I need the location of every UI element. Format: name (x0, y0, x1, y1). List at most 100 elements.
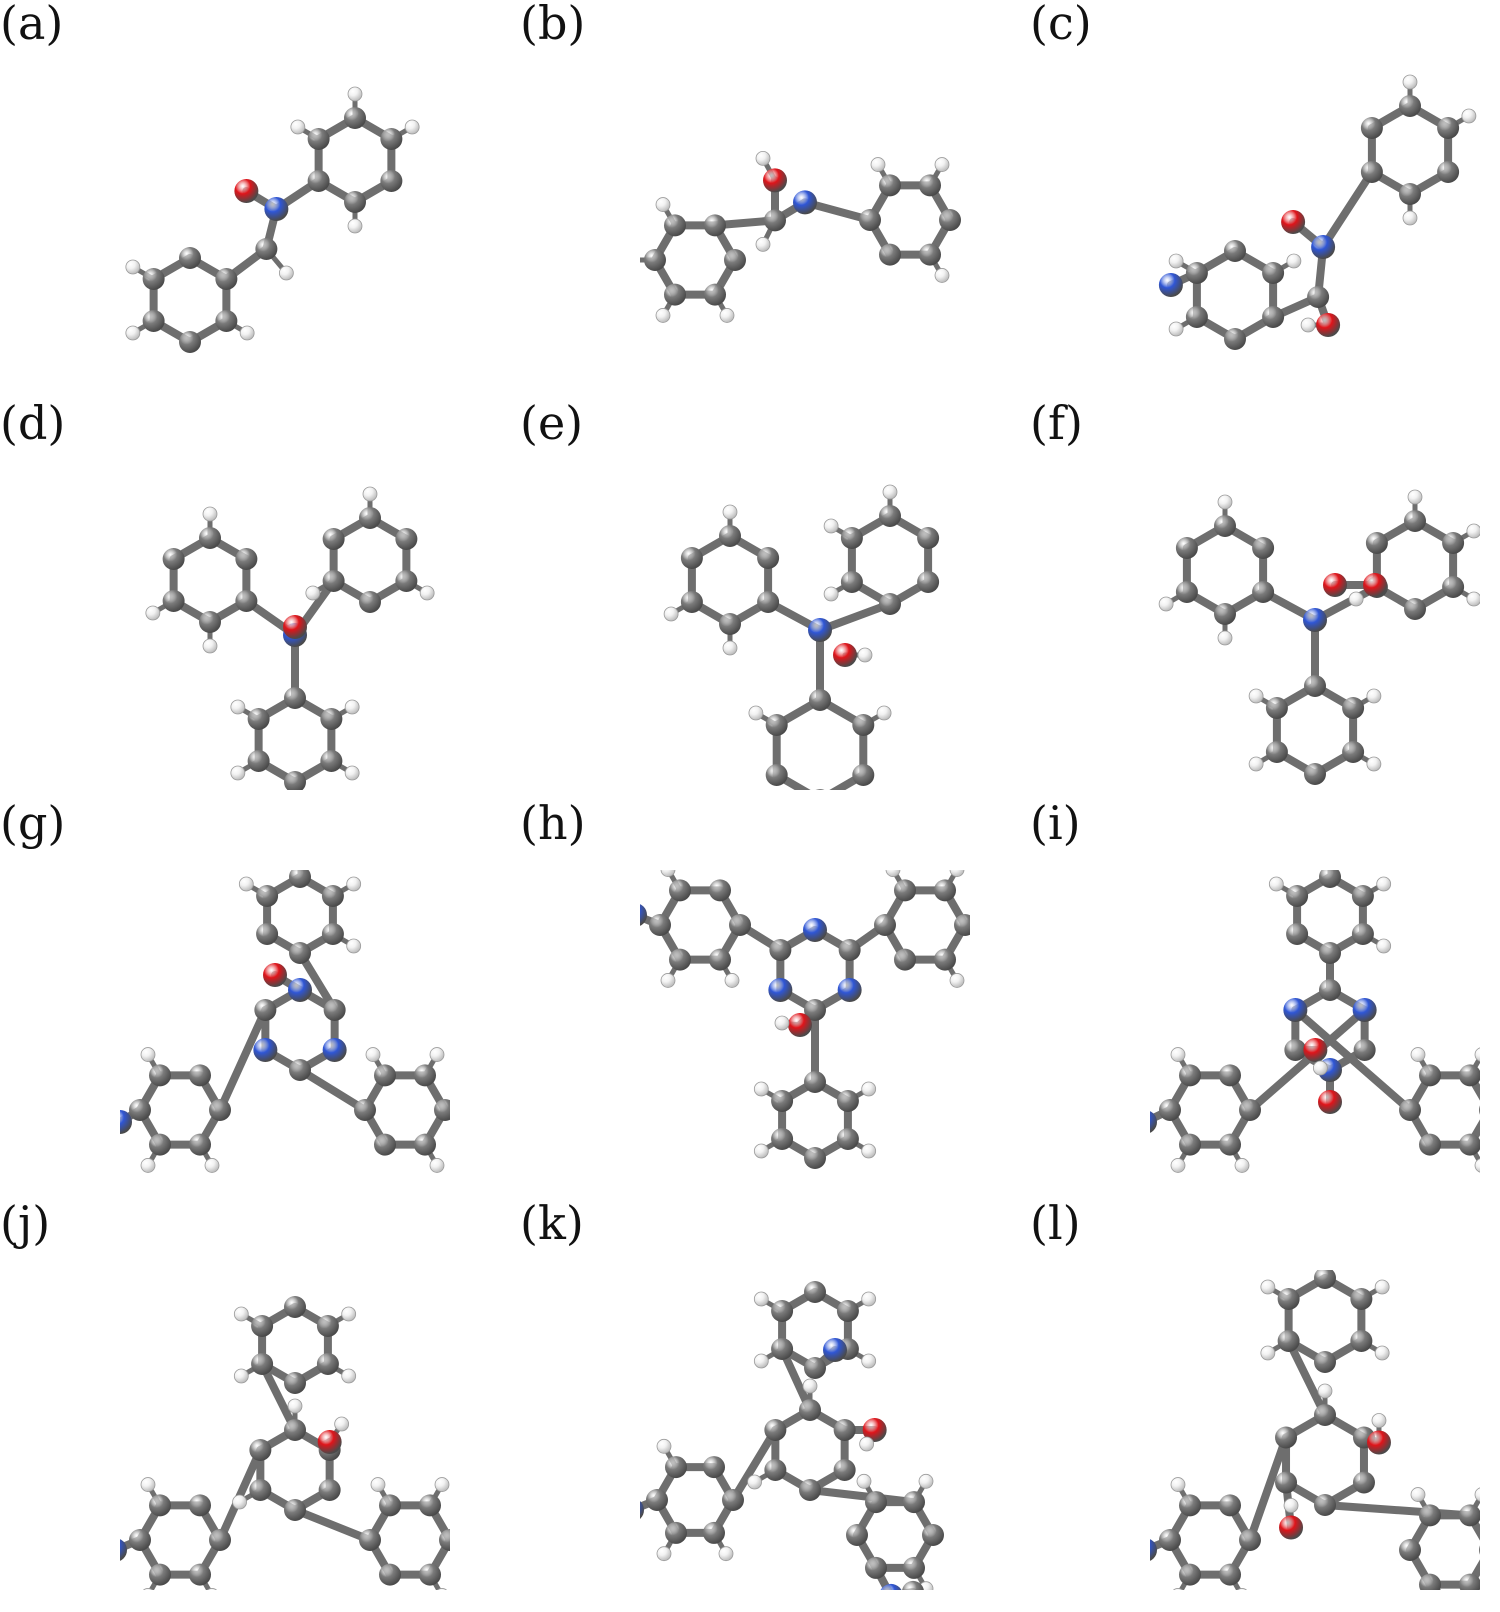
carbon-atom (129, 1529, 151, 1551)
molecule-g-graph (120, 870, 450, 1173)
panel-label-e: (e) (520, 396, 584, 450)
carbon-atom (380, 128, 403, 150)
carbon-atom (307, 128, 330, 150)
carbon-atom (1159, 1099, 1181, 1121)
hydrogen-atom (753, 1143, 769, 1159)
carbon-atom (255, 238, 278, 260)
nitrogen-atom (1158, 273, 1183, 297)
hydrogen-atom (1168, 321, 1184, 337)
carbon-atom (284, 1372, 306, 1394)
hydrogen-atom (429, 1158, 445, 1173)
carbon-atom (316, 1315, 339, 1337)
panel-j: (j) (0, 1200, 500, 1603)
carbon-atom (395, 570, 418, 592)
carbon-atom (680, 591, 703, 613)
carbon-atom (414, 1064, 436, 1087)
carbon-atom (1319, 979, 1341, 1001)
hydrogen-atom (753, 1081, 769, 1097)
hydrogen-atom (429, 1047, 445, 1062)
panel-label-i: (i) (1030, 796, 1081, 850)
carbon-atom (704, 283, 726, 306)
carbon-atom (903, 1556, 925, 1579)
nitrogen-atom (823, 1338, 847, 1362)
hydrogen-atom (1466, 591, 1480, 607)
carbon-atom (1304, 675, 1326, 697)
hydrogen-atom (1286, 253, 1302, 269)
oxygen-atom (234, 179, 259, 203)
panel-c: (c) (1030, 0, 1500, 403)
molecule-d-drawing (145, 486, 435, 790)
carbon-atom (771, 1338, 794, 1360)
oxygen-atom (1366, 1430, 1391, 1455)
carbon-atom (344, 191, 366, 213)
carbon-atom (894, 879, 916, 902)
hydrogen-atom (230, 765, 246, 781)
hydrogen-atom (1474, 1158, 1480, 1173)
panel-k: (k) (520, 1200, 1020, 1603)
carbon-atom (1179, 1494, 1201, 1517)
carbon-atom (799, 1399, 821, 1421)
carbon-atom (1419, 1064, 1441, 1087)
hydrogen-atom (660, 870, 676, 877)
hydrogen-atom (1374, 1345, 1390, 1361)
molecule-h (640, 870, 970, 1190)
hydrogen-atom (861, 1143, 877, 1159)
carbon-atom (836, 1090, 859, 1112)
bond-28 (729, 1426, 780, 1504)
hydrogen-atom (1234, 1158, 1250, 1173)
carbon-atom (235, 548, 258, 570)
carbon-atom (1314, 1270, 1336, 1289)
carbon-atom (439, 1529, 450, 1551)
carbon-atom (1224, 240, 1246, 262)
carbon-atom (307, 170, 330, 192)
carbon-atom (852, 714, 875, 736)
hydrogen-atom (290, 119, 306, 135)
molecule-c-graph (1158, 74, 1477, 350)
carbon-atom (1342, 741, 1365, 763)
molecule-j-drawing (120, 1296, 450, 1590)
hydrogen-atom (655, 197, 671, 212)
hydrogen-atom (861, 1081, 877, 1097)
hydrogen-atom (334, 1416, 350, 1432)
hydrogen-atom (365, 1047, 381, 1062)
molecule-h-graph (640, 870, 970, 1169)
carbon-atom (1219, 1133, 1241, 1156)
hydrogen-atom (1260, 1345, 1276, 1361)
hydrogen-atom (719, 308, 735, 323)
carbon-atom (703, 1456, 725, 1479)
bond-36 (296, 1066, 369, 1114)
carbon-atom (804, 1281, 826, 1303)
carbon-atom (322, 570, 345, 592)
hydrogen-atom (718, 1546, 734, 1562)
carbon-atom (1179, 1563, 1201, 1586)
carbon-atom (1399, 183, 1421, 205)
panel-label-a: (a) (0, 0, 64, 50)
hydrogen-atom (125, 325, 141, 341)
hydrogen-atom (753, 1353, 769, 1369)
carbon-atom (320, 708, 343, 730)
nitrogen-atom (1352, 998, 1377, 1022)
hydrogen-atom (346, 876, 362, 892)
hydrogen-atom (1466, 523, 1480, 539)
carbon-atom (1185, 262, 1208, 284)
hydrogen-atom (341, 1368, 357, 1384)
carbon-atom (765, 764, 788, 786)
carbon-atom (664, 283, 686, 306)
carbon-atom (703, 1521, 725, 1544)
hydrogen-atom (344, 699, 360, 715)
hydrogen-atom (885, 870, 901, 877)
carbon-atom (646, 1489, 668, 1511)
hydrogen-atom (202, 506, 218, 522)
hydrogen-atom (341, 1306, 357, 1322)
carbon-atom (189, 1563, 211, 1586)
hydrogen-atom (802, 1378, 818, 1394)
carbon-atom (769, 939, 792, 961)
carbon-atom (1175, 581, 1198, 603)
carbon-atom (1277, 1288, 1300, 1310)
hydrogen-atom (1236, 1588, 1248, 1590)
hydrogen-atom (655, 308, 671, 323)
oxygen-atom (263, 963, 287, 987)
carbon-atom (1314, 1351, 1336, 1373)
oxygen-atom (1323, 573, 1347, 597)
carbon-atom (1459, 1504, 1480, 1527)
